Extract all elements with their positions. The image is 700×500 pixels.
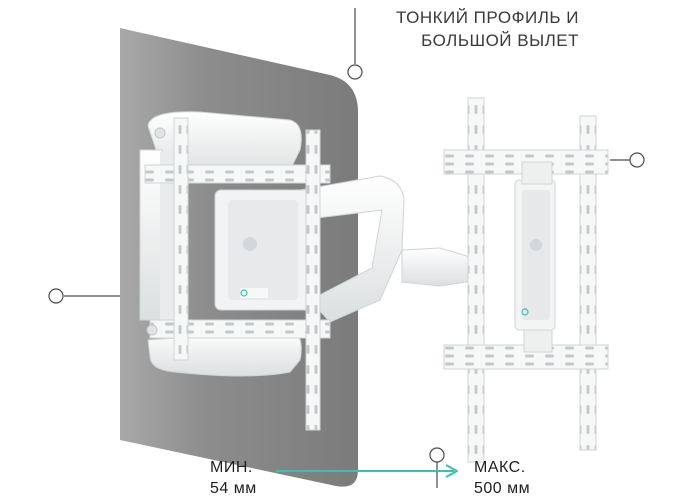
min-depth-title: МИН. (210, 459, 253, 476)
min-depth-label: МИН. 54 мм (210, 457, 257, 499)
headline-line-1: ТОНКИЙ ПРОФИЛЬ И (396, 8, 579, 27)
folded-mount (139, 111, 405, 431)
headline: ТОНКИЙ ПРОФИЛЬ И БОЛЬШОЙ ВЫЛЕТ (339, 6, 579, 52)
extended-mount (401, 97, 609, 463)
headline-line-2: БОЛЬШОЙ ВЫЛЕТ (421, 31, 579, 50)
max-depth-label: МАКС. 500 мм (474, 457, 530, 499)
background-line-art (48, 8, 645, 488)
distance-arrow (276, 464, 458, 478)
max-depth-value: 500 мм (474, 480, 531, 497)
min-depth-value: 54 мм (210, 480, 257, 497)
max-depth-title: МАКС. (474, 459, 526, 476)
